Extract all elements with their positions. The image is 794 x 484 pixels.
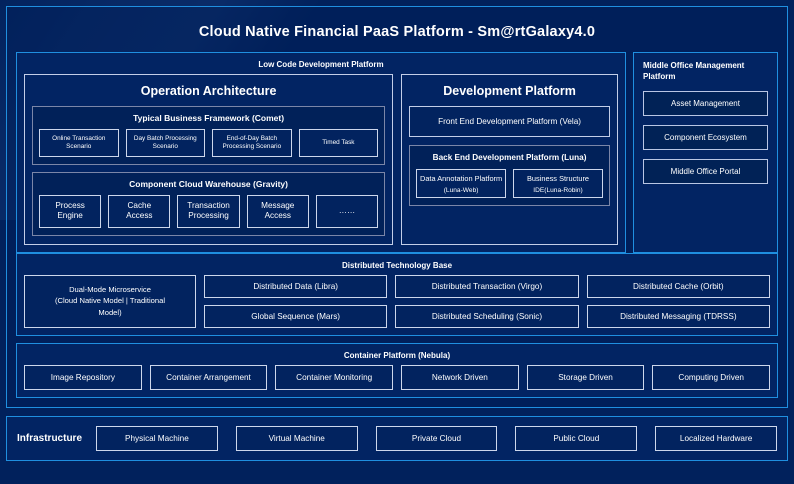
infrastructure-item-private-cloud[interactable]: Private Cloud [375,425,498,451]
business-structure-ide-box[interactable]: Business Structure IDE(Luna-Robin) [513,169,603,199]
leaf-line-1: Business [527,174,557,183]
container-platform-items: Image Repository Container Arrangement C… [24,364,771,390]
infrastructure-panel: Infrastructure Physical Machine Virtual … [6,415,788,461]
leaf-line-2: Structure [559,174,590,183]
chip-cache-access[interactable]: Cache Access [108,195,171,228]
operation-architecture-title: Operation Architecture [140,84,277,98]
infrastructure-items: Physical Machine Virtual Machine Private… [96,425,777,451]
chip-timed-task[interactable]: Timed Task [298,129,379,157]
container-platform-item-storage-driven[interactable]: Storage Driven [526,364,645,390]
typical-business-framework-title: Typical Business Framework (Comet) [133,113,285,123]
dual-mode-line-2: (Cloud Native Model | Traditional [54,296,166,306]
chip-line-1: Day Batch Processing [133,135,197,142]
chip-line-2: Engine [57,211,83,221]
chip-line-2: Processing Scenario [222,143,282,150]
infrastructure-item-public-cloud[interactable]: Public Cloud [515,425,638,451]
chip-more-ellipsis[interactable]: …… [315,195,379,228]
chip-line-1: Transaction [187,201,230,210]
container-platform-item-image-repository[interactable]: Image Repository [24,364,142,390]
development-platform-title: Development Platform [443,84,576,98]
container-platform-item-container-monitoring[interactable]: Container Monitoring [275,364,394,390]
container-platform-panel: Container Platform (Nebula) Image Reposi… [16,342,778,398]
dual-mode-microservice-box[interactable]: Dual-Mode Microservice (Cloud Native Mod… [24,274,196,328]
infrastructure-item-virtual-machine[interactable]: Virtual Machine [235,425,358,451]
infrastructure-label: Infrastructure [17,432,83,444]
chip-line-1: Process [55,201,85,210]
chip-line-2: Processing [188,211,229,221]
back-end-items: Data Annotation Platform (Luna-Web) Busi… [416,169,603,199]
low-code-platform-title: Low Code Development Platform [258,60,384,69]
container-platform-item-network-driven[interactable]: Network Driven [401,364,519,390]
dual-mode-line-3: Model) [98,308,122,318]
typical-business-framework-group: Typical Business Framework (Comet) Onlin… [32,106,386,165]
component-cloud-warehouse-group: Component Cloud Warehouse (Gravity) Proc… [32,172,386,236]
chip-line-1: Message [261,201,295,210]
development-platform-box: Development Platform Front End Developme… [401,74,618,245]
operation-architecture-box: Operation Architecture Typical Business … [24,74,394,245]
back-end-development-platform-group: Back End Development Platform (Luna) Dat… [409,145,610,207]
dtb-cell-global-sequence[interactable]: Global Sequence (Mars) [204,304,388,328]
distributed-technology-grid: Distributed Data (Libra) Distributed Tra… [204,274,770,328]
chip-online-transaction-scenario[interactable]: Online Transaction Scenario [39,129,119,157]
dual-mode-line-1: Dual-Mode Microservice [69,284,151,294]
back-end-development-platform-title: Back End Development Platform (Luna) [432,153,587,162]
front-end-development-platform[interactable]: Front End Development Platform (Vela) [409,106,610,137]
distributed-technology-base-title: Distributed Technology Base [341,260,453,270]
chip-line-2: Access [126,211,153,221]
data-annotation-platform-box[interactable]: Data Annotation Platform (Luna-Web) [416,169,507,199]
distributed-technology-base-body: Dual-Mode Microservice (Cloud Native Mod… [24,274,770,328]
chip-line-1: Online Transaction [52,135,106,142]
component-cloud-warehouse-items: Process Engine Cache Access [39,195,379,228]
leaf-line-3: (Luna-Web) [443,186,479,194]
leaf-line-2: Platform [474,174,503,183]
platform-outer-frame: Cloud Native Financial PaaS Platform - S… [6,6,788,408]
distributed-technology-base-panel: Distributed Technology Base Dual-Mode Mi… [16,252,778,336]
low-code-columns: Operation Architecture Typical Business … [24,74,618,245]
chip-line-1: …… [338,206,356,216]
chip-end-of-day-batch-processing-scenario[interactable]: End-of-Day Batch Processing Scenario [212,129,292,157]
component-cloud-warehouse-title: Component Cloud Warehouse (Gravity) [129,179,288,189]
page-title: Cloud Native Financial PaaS Platform - S… [198,24,596,40]
low-code-development-platform-panel: Low Code Development Platform Operation … [16,52,626,253]
dtb-cell-distributed-cache[interactable]: Distributed Cache (Orbit) [586,274,770,298]
infrastructure-item-physical-machine[interactable]: Physical Machine [96,425,218,451]
top-region: Low Code Development Platform Operation … [16,52,778,253]
chip-line-1: Cache [127,201,152,210]
chip-line-2: Scenario [66,143,92,150]
chip-line-1: Timed Task [322,139,355,146]
leaf-line-3: IDE(Luna-Robin) [533,186,583,194]
infrastructure-item-localized-hardware[interactable]: Localized Hardware [655,425,777,451]
leaf-line-1: Data Annotation [419,174,473,183]
chip-line-2: Scenario [152,143,178,150]
container-platform-title: Container Platform (Nebula) [343,350,451,360]
chip-message-access[interactable]: Message Access [246,195,309,228]
chip-line-1: End-of-Day Batch [226,135,278,142]
middle-office-management-platform-panel: Middle Office Management Platform Asset … [633,52,778,253]
middle-office-item-component-ecosystem[interactable]: Component Ecosystem [643,124,768,150]
dtb-cell-distributed-scheduling[interactable]: Distributed Scheduling (Sonic) [395,304,579,328]
chip-day-batch-processing-scenario[interactable]: Day Batch Processing Scenario [125,129,206,157]
chip-process-engine[interactable]: Process Engine [39,195,102,228]
middle-office-title: Middle Office Management Platform [643,61,745,81]
dtb-cell-distributed-messaging[interactable]: Distributed Messaging (TDRSS) [586,304,770,328]
dtb-cell-distributed-transaction[interactable]: Distributed Transaction (Virgo) [395,274,579,298]
container-platform-item-container-arrangement[interactable]: Container Arrangement [149,364,268,390]
middle-office-item-asset-management[interactable]: Asset Management [643,90,768,116]
typical-business-framework-items: Online Transaction Scenario Day Batch Pr… [39,129,379,157]
chip-line-2: Access [264,211,291,221]
chip-transaction-processing[interactable]: Transaction Processing [177,195,240,228]
container-platform-item-computing-driven[interactable]: Computing Driven [652,364,771,390]
dtb-cell-distributed-data[interactable]: Distributed Data (Libra) [204,274,388,298]
middle-office-item-middle-office-portal[interactable]: Middle Office Portal [643,158,768,184]
